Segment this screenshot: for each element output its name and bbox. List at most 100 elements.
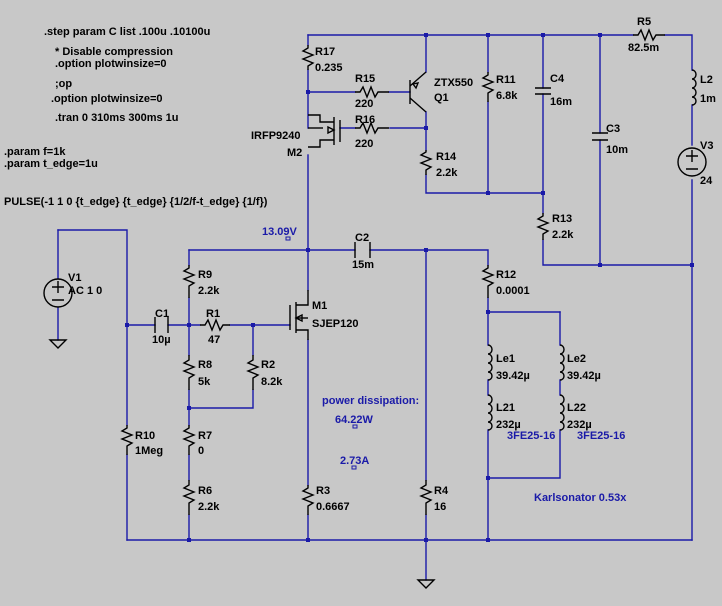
capacitor-C2[interactable] — [354, 242, 371, 258]
le2-name: Le2 — [567, 353, 586, 365]
param-f-directive[interactable]: .param f=1k — [4, 146, 66, 158]
capacitor-C3[interactable] — [592, 132, 608, 141]
core-label-2: 3FE25-16 — [577, 430, 625, 442]
c4-value: 16m — [550, 96, 572, 108]
resistor-R12[interactable] — [481, 265, 495, 298]
r16-value: 220 — [355, 138, 373, 150]
q1-name: Q1 — [434, 92, 449, 104]
c4-name: C4 — [550, 73, 565, 85]
r7-name: R7 — [198, 430, 212, 442]
r5-value: 82.5m — [628, 42, 659, 54]
v1-value: AC 1 0 — [68, 285, 102, 297]
r9-value: 2.2k — [198, 285, 220, 297]
r12-name: R12 — [496, 269, 516, 281]
resistor-R17[interactable] — [301, 45, 315, 70]
resistor-R15[interactable] — [355, 85, 389, 99]
m2-name: M2 — [287, 147, 302, 159]
capacitor-C1[interactable] — [154, 317, 169, 333]
resistor-R7[interactable] — [182, 425, 196, 455]
inductor-Le1[interactable] — [487, 344, 493, 381]
inductor-L22[interactable] — [559, 394, 565, 431]
r8-name: R8 — [198, 359, 212, 371]
capacitor-C4[interactable] — [535, 87, 551, 95]
c3-name: C3 — [606, 123, 620, 135]
r4-value: 16 — [434, 501, 446, 513]
ground-symbol-v1 — [48, 339, 68, 349]
transistor-Q1[interactable] — [409, 71, 427, 113]
l2-name: L2 — [700, 74, 713, 86]
node-voltage-label[interactable]: 13.09V — [262, 226, 298, 238]
resistor-R9[interactable] — [182, 265, 196, 298]
param-tedge-directive[interactable]: .param t_edge=1u — [4, 158, 98, 170]
inductor-L2[interactable] — [691, 69, 697, 106]
current-value-label[interactable]: 2.73A — [340, 455, 369, 467]
m1-model: SJEP120 — [312, 318, 358, 330]
pulse-directive[interactable]: PULSE(-1 1 0 {t_edge} {t_edge} {1/2/f-t_… — [4, 196, 268, 208]
karlsonator-label[interactable]: Karlsonator 0.53x — [534, 492, 627, 504]
v3-value: 24 — [700, 175, 713, 187]
tran-directive[interactable]: .tran 0 310ms 300ms 1u — [55, 112, 179, 124]
r13-value: 2.2k — [552, 229, 574, 241]
wires — [57, 34, 693, 581]
spice-directives: .step param C list .100u .10100u * Disab… — [4, 26, 268, 208]
junction-dots — [125, 33, 694, 542]
r11-name: R11 — [496, 74, 516, 86]
op-comment[interactable]: ;op — [55, 78, 72, 90]
r9-name: R9 — [198, 269, 212, 281]
c1-value: 10µ — [152, 334, 171, 346]
mosfet-M1[interactable] — [289, 290, 309, 340]
resistor-R16[interactable] — [355, 121, 389, 135]
mosfet-M2[interactable] — [308, 114, 341, 148]
voltage-source-V1[interactable] — [43, 278, 73, 308]
resistor-R5[interactable] — [633, 28, 665, 42]
power-value-label[interactable]: 64.22W — [335, 414, 374, 426]
resistor-R4[interactable] — [419, 480, 433, 515]
voltage-source-V3[interactable] — [677, 147, 707, 177]
r14-value: 2.2k — [436, 167, 458, 179]
r13-name: R13 — [552, 213, 572, 225]
resistor-R8[interactable] — [182, 355, 196, 390]
r5-name: R5 — [637, 16, 651, 28]
resistor-R1[interactable] — [200, 318, 230, 332]
r7-value: 0 — [198, 445, 204, 457]
disable-compression-comment[interactable]: * Disable compression — [55, 46, 173, 58]
resistor-R2[interactable] — [246, 355, 260, 390]
inductor-Le2[interactable] — [559, 344, 565, 381]
r8-value: 5k — [198, 376, 211, 388]
plotwinsize-directive-2[interactable]: .option plotwinsize=0 — [51, 93, 163, 105]
component-labels: R17 0.235 R15 220 ZTX550 Q1 R11 6.8k C4 … — [68, 16, 716, 513]
r6-name: R6 — [198, 485, 212, 497]
l22-value: 232µ — [567, 419, 592, 431]
v1-name: V1 — [68, 272, 81, 284]
step-directive[interactable]: .step param C list .100u .10100u — [44, 26, 210, 38]
c3-value: 10m — [606, 144, 628, 156]
power-probe-marker — [352, 424, 358, 429]
r2-value: 8.2k — [261, 376, 283, 388]
m2-model: IRFP9240 — [251, 130, 301, 142]
r1-name: R1 — [206, 308, 220, 320]
inductor-L21[interactable] — [487, 394, 493, 431]
m1-name: M1 — [312, 300, 327, 312]
plotwinsize-directive-1[interactable]: .option plotwinsize=0 — [55, 58, 167, 70]
r17-value: 0.235 — [315, 62, 343, 74]
l22-name: L22 — [567, 402, 586, 414]
resistor-R13[interactable] — [536, 213, 550, 240]
resistor-R11[interactable] — [481, 72, 495, 102]
r15-name: R15 — [355, 73, 375, 85]
l21-value: 232µ — [496, 419, 521, 431]
resistor-R3[interactable] — [301, 485, 315, 515]
annotations: 13.09V power dissipation: 64.22W 2.73A K… — [262, 226, 627, 504]
voltage-probe-marker — [285, 236, 291, 241]
l2-value: 1m — [700, 93, 716, 105]
resistor-R6[interactable] — [182, 480, 196, 515]
r16-name: R16 — [355, 114, 375, 126]
resistor-R14[interactable] — [419, 150, 433, 175]
power-dissipation-label[interactable]: power dissipation: — [322, 395, 419, 407]
c2-value: 15m — [352, 259, 374, 271]
r14-name: R14 — [436, 151, 457, 163]
v3-name: V3 — [700, 140, 713, 152]
resistor-R10[interactable] — [120, 425, 134, 455]
r12-value: 0.0001 — [496, 285, 530, 297]
